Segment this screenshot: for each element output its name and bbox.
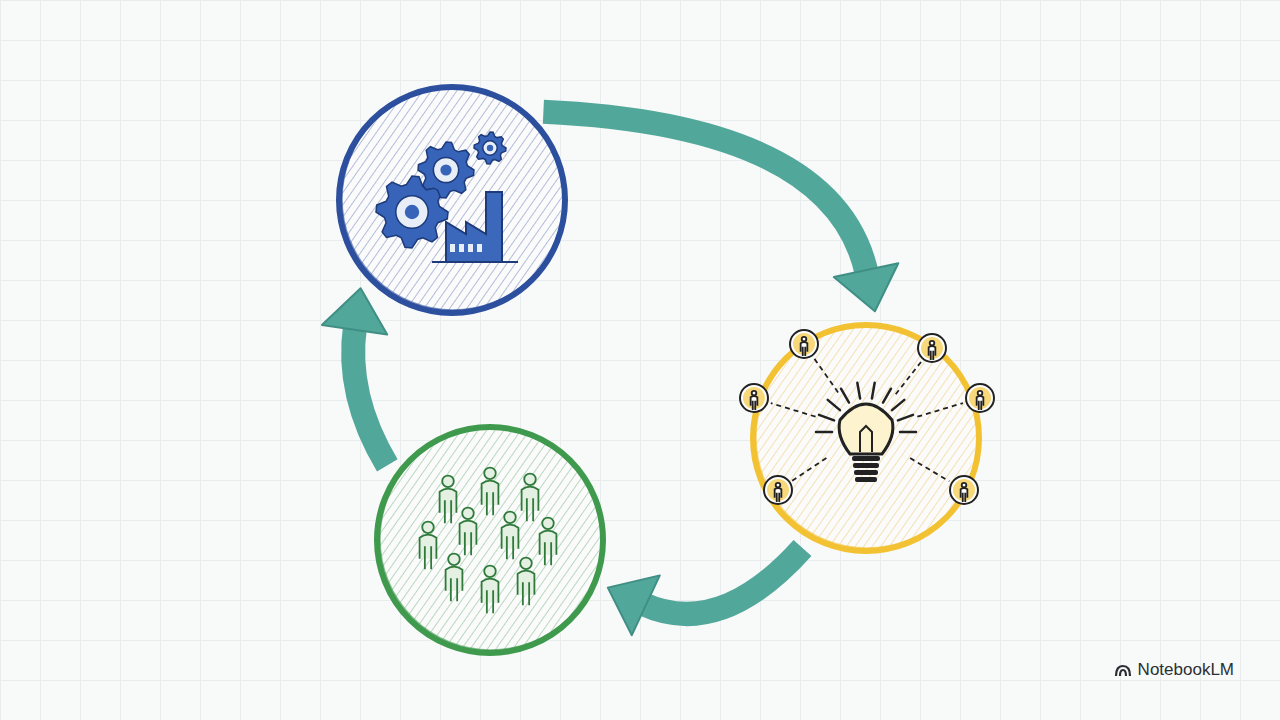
people-circle	[347, 397, 633, 683]
watermark-logo	[1114, 663, 1132, 677]
circle-illustration	[723, 295, 1009, 581]
cycle-arrow	[322, 288, 387, 465]
circle-illustration	[347, 397, 633, 683]
arrow-shaft	[353, 326, 387, 466]
arrow-shaft	[543, 112, 867, 274]
circle-illustration	[309, 57, 595, 343]
watermark-text: NotebookLM	[1138, 660, 1234, 680]
idea-circle	[723, 295, 1009, 581]
cycle-arrow	[608, 548, 803, 635]
arrow-shaft	[642, 548, 802, 614]
watermark: NotebookLM	[1114, 660, 1234, 680]
arrow-head	[608, 575, 660, 635]
cycle-arrow	[543, 112, 898, 311]
arrow-head	[834, 263, 899, 311]
industry-circle	[309, 57, 595, 343]
arrow-head	[322, 288, 387, 334]
